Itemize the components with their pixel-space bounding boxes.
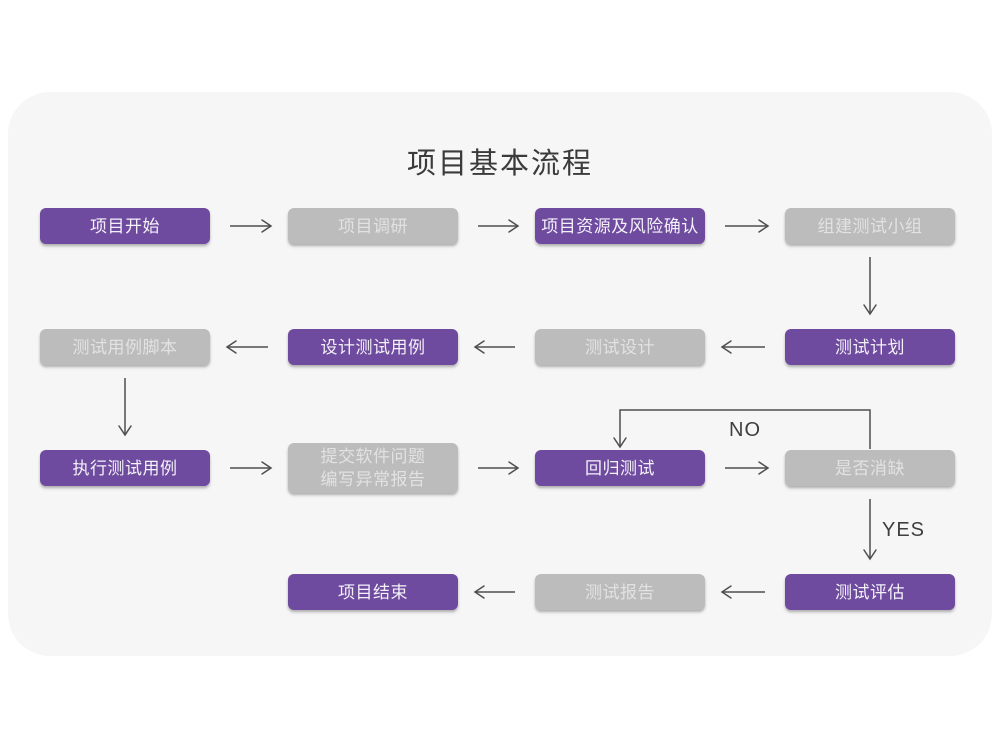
flow-node-test-plan: 测试计划 [785,329,955,365]
flow-node-build-test-team: 组建测试小组 [785,208,955,244]
flow-node-project-start: 项目开始 [40,208,210,244]
flow-node-label: 设计测试用例 [320,337,426,357]
flow-node-test-report: 测试报告 [535,574,705,610]
flow-node-label: 组建测试小组 [817,216,923,236]
flow-node-label: 编写异常报告 [320,470,426,489]
flow-node-test-evaluation: 测试评估 [785,574,955,610]
flow-node-label: 测试设计 [585,337,655,357]
flow-node-project-end: 项目结束 [288,574,458,610]
flow-node-test-case-scripts: 测试用例脚本 [40,329,210,365]
flow-node-label: 测试用例脚本 [72,337,178,357]
flow-node-label: 是否消缺 [835,458,905,478]
flow-node-label: 提交软件问题 [320,447,426,466]
flow-node-submit-issue-report: 提交软件问题编写异常报告 [288,443,458,493]
flow-node-regression-test: 回归测试 [535,450,705,486]
flow-node-project-survey: 项目调研 [288,208,458,244]
flow-node-label: 测试评估 [835,582,905,602]
diagram-title: 项目基本流程 [406,148,593,180]
flow-node-label: 项目调研 [338,216,408,236]
flow-node-label: 执行测试用例 [72,458,178,478]
flow-node-label: 项目资源及风险确认 [541,216,699,236]
flow-node-execute-test-cases: 执行测试用例 [40,450,210,486]
flow-node-design-test-cases: 设计测试用例 [288,329,458,365]
flow-node-defect-resolved: 是否消缺 [785,450,955,486]
flow-node-label: 测试计划 [835,337,905,357]
flow-node-label: 项目结束 [338,582,408,602]
flow-node-label: 测试报告 [585,582,655,602]
flow-node-resources-risk: 项目资源及风险确认 [535,208,705,244]
flowchart-panel [8,92,992,656]
flow-node-label: 项目开始 [90,216,160,236]
flow-node-test-design: 测试设计 [535,329,705,365]
flow-node-label: 回归测试 [585,458,655,478]
